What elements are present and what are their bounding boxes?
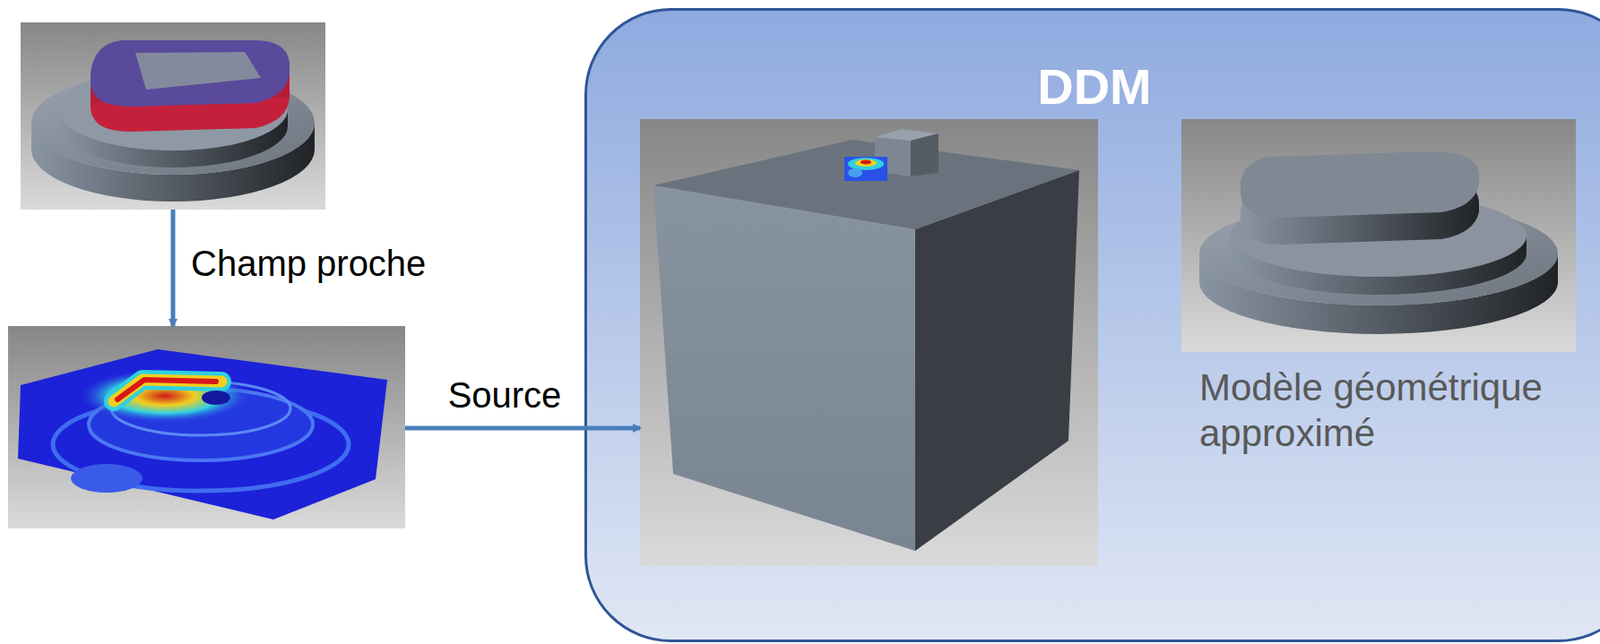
magnet-model: [20, 22, 326, 210]
model-image: [20, 22, 326, 210]
panel-title: DDM: [1037, 59, 1152, 115]
ddm-panel: [586, 9, 1600, 642]
arrow-label: Source: [448, 374, 563, 416]
field-image: [8, 326, 406, 529]
arrow-label: Champ proche: [190, 242, 426, 285]
approx-image: Modèle géométrique approximé: [1181, 119, 1576, 471]
cube-image: [640, 119, 1099, 567]
ddm-panel: Modèle géométrique approximé DDM: [584, 8, 1600, 643]
flow-arrow: [171, 209, 176, 327]
approx-model: [1181, 119, 1576, 353]
cube-model: [640, 119, 1099, 567]
flow-arrow: [405, 426, 640, 432]
near-field-map: [8, 326, 406, 529]
model-caption: Modèle géométrique approximé: [1199, 364, 1576, 457]
